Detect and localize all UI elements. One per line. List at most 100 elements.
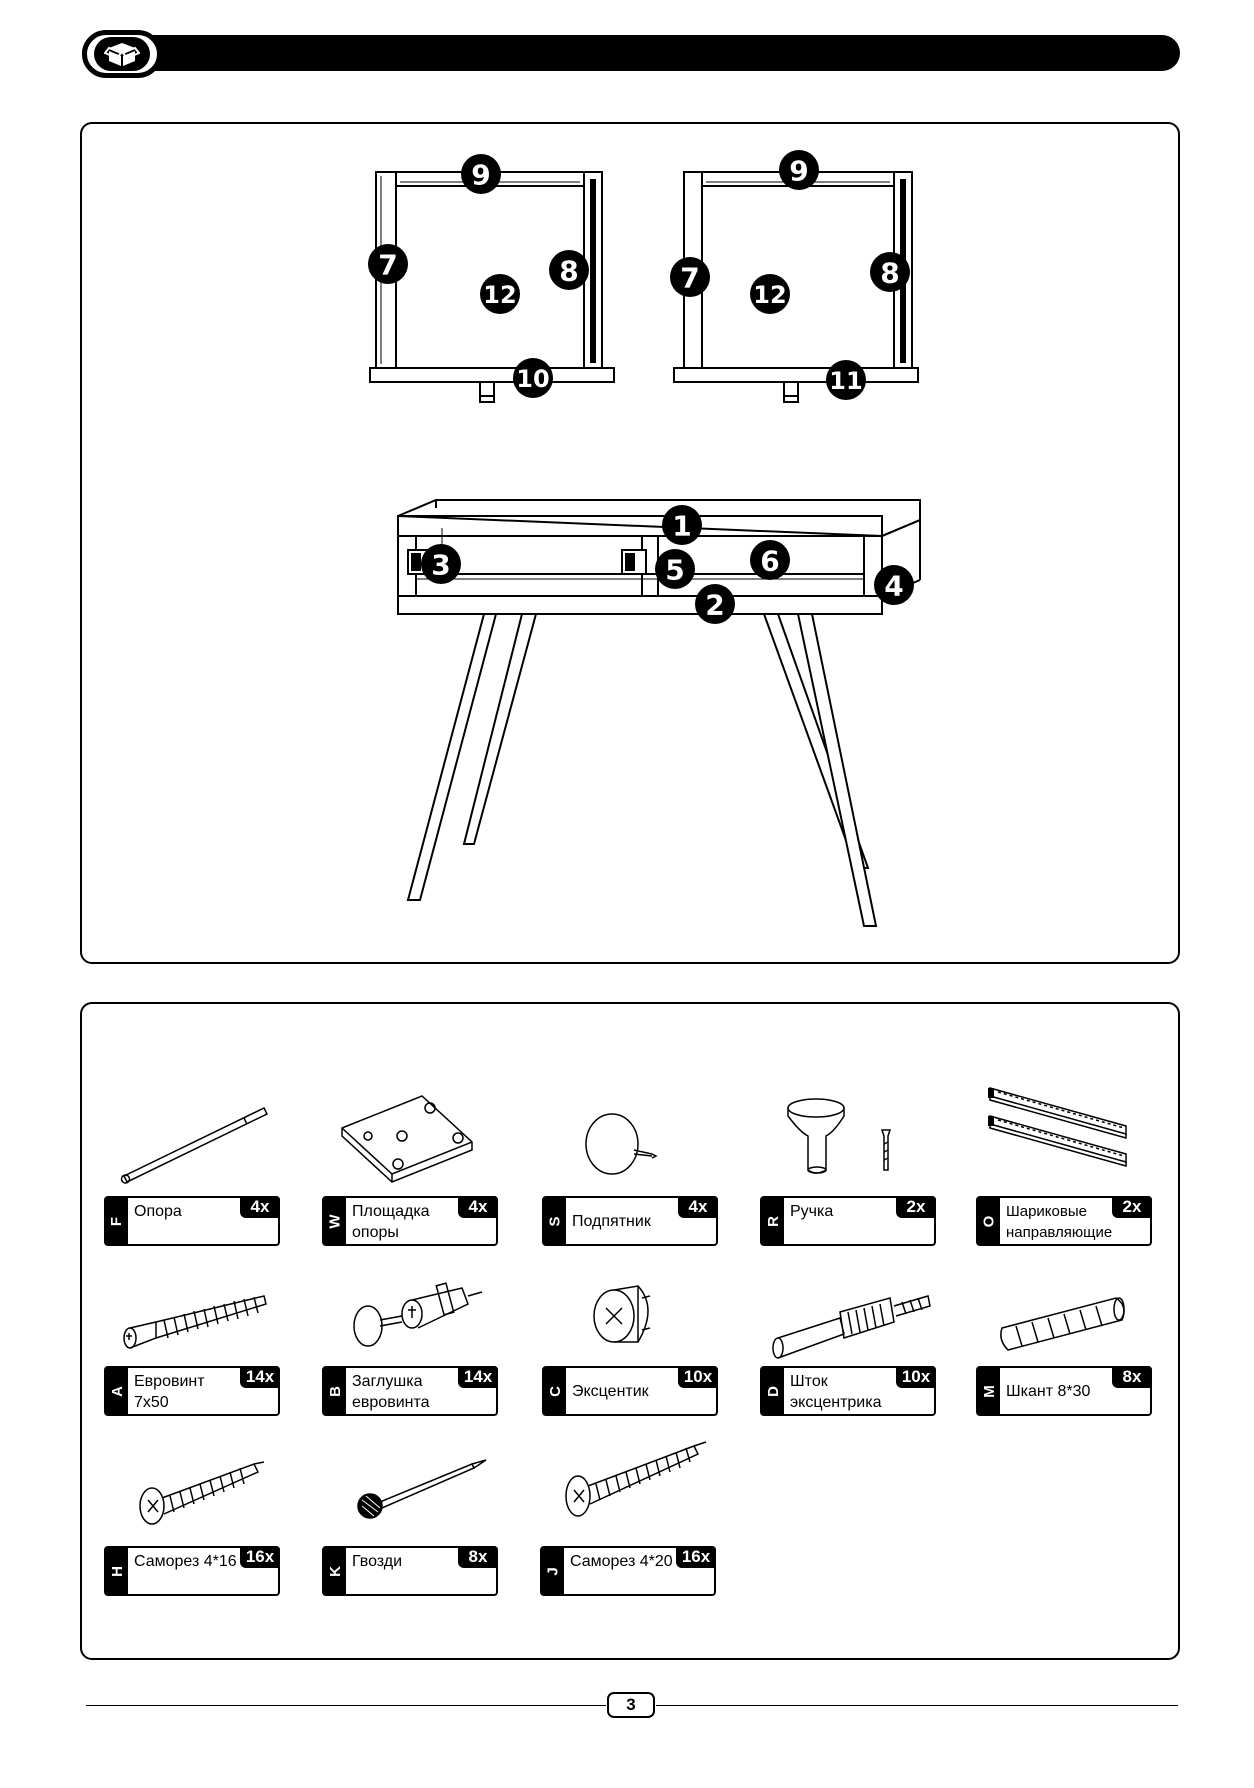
dowel-icon [1000, 1297, 1125, 1351]
part-name-h: Саморез 4*16 [134, 1553, 237, 1570]
euroscrew-icon [123, 1295, 267, 1349]
callout-frame-right-9: 9 [779, 150, 819, 190]
console-table [397, 499, 921, 927]
svg-text:8: 8 [559, 255, 578, 288]
wood-screw-icon [139, 1461, 265, 1525]
callout-frame-right-7: 7 [670, 257, 710, 297]
part-label-r: R Ручка 2x [760, 1196, 936, 1246]
footer-rule-left [86, 1705, 606, 1706]
part-label-d: D Шток эксцентрика 10x [760, 1366, 936, 1416]
part-qty-f: 4x [240, 1196, 280, 1218]
leg-icon [120, 1107, 269, 1184]
svg-text:11: 11 [829, 367, 862, 395]
part-letter-c: C [544, 1368, 566, 1414]
part-name-k: Гвозди [352, 1553, 403, 1570]
part-letter-b: B [324, 1368, 346, 1414]
part-card-a: A Евровинт 7x50 14x [104, 1248, 284, 1418]
callout-console-3: 3 [421, 544, 461, 584]
part-qty-r: 2x [896, 1196, 936, 1218]
part-card-w: W Площадка опоры 4x [322, 1078, 502, 1248]
svg-text:4: 4 [884, 570, 903, 603]
svg-text:1: 1 [672, 510, 691, 543]
part-letter-w: W [324, 1198, 346, 1244]
part-card-b: B Заглушка евровинта 14x [322, 1248, 502, 1418]
part-label-s: S Подпятник 4x [542, 1196, 718, 1246]
callout-frame-left-10: 10 [513, 358, 553, 398]
part-card-o: O Шариковые направляющие 2x [976, 1078, 1156, 1248]
svg-text:5: 5 [665, 554, 684, 587]
felt-glide-icon [585, 1113, 658, 1175]
callout-frame-left-7: 7 [368, 244, 408, 284]
part-letter-a: A [106, 1368, 128, 1414]
screw-cap-icon [353, 1282, 483, 1347]
callout-frame-left-9: 9 [461, 154, 501, 194]
part-qty-j: 16x [676, 1546, 716, 1568]
part-qty-w: 4x [458, 1196, 498, 1218]
part-card-m: M Шкант 8*30 8x [976, 1248, 1156, 1418]
part-letter-d: D [762, 1368, 784, 1414]
part-qty-b: 14x [458, 1366, 498, 1388]
part-qty-c: 10x [678, 1366, 718, 1388]
wood-screw-long-icon [565, 1441, 707, 1517]
part-qty-s: 4x [678, 1196, 718, 1218]
part-letter-j: J [542, 1548, 564, 1594]
callout-console-4: 4 [874, 565, 914, 605]
part-name-s: Подпятник [572, 1213, 651, 1230]
part-label-a: A Евровинт 7x50 14x [104, 1366, 280, 1416]
callout-console-5: 5 [655, 549, 695, 589]
part-qty-k: 8x [458, 1546, 498, 1568]
part-name-a: Евровинт 7x50 [134, 1373, 205, 1411]
package-badge [82, 30, 162, 78]
part-label-o: O Шариковые направляющие 2x [976, 1196, 1152, 1246]
part-name-j: Саморез 4*20 [570, 1553, 673, 1570]
callout-frame-left-12: 12 [480, 274, 520, 314]
callout-frame-right-12: 12 [750, 274, 790, 314]
svg-text:7: 7 [680, 262, 699, 295]
part-label-w: W Площадка опоры 4x [322, 1196, 498, 1246]
part-letter-m: M [978, 1368, 1000, 1414]
part-qty-a: 14x [240, 1366, 280, 1388]
part-card-s: S Подпятник 4x [542, 1078, 722, 1248]
part-qty-d: 10x [896, 1366, 936, 1388]
part-letter-r: R [762, 1198, 784, 1244]
svg-text:12: 12 [753, 281, 786, 309]
page-number: 3 [607, 1692, 655, 1718]
callout-console-6: 6 [750, 540, 790, 580]
part-letter-o: O [978, 1198, 1000, 1244]
knob-icon [787, 1098, 892, 1174]
svg-text:2: 2 [705, 589, 724, 622]
hardware-panel: F Опора 4x W Площадка опоры 4x [80, 1002, 1180, 1660]
callout-frame-right-8: 8 [870, 252, 910, 292]
assembly-diagram: 9 7 8 12 10 9 7 8 12 11 1 3 5 6 4 2 [368, 150, 921, 927]
left-drawer-frame [369, 171, 615, 403]
part-name-m: Шкант 8*30 [1006, 1383, 1091, 1400]
part-label-f: F Опора 4x [104, 1196, 280, 1246]
part-letter-f: F [106, 1198, 128, 1244]
nail-icon [357, 1459, 487, 1519]
part-label-b: B Заглушка евровинта 14x [322, 1366, 498, 1416]
drawer-slide-icon [988, 1087, 1127, 1167]
mounting-plate-icon [341, 1095, 473, 1183]
part-label-j: J Саморез 4*20 16x [540, 1546, 716, 1596]
part-name-b: Заглушка евровинта [352, 1373, 430, 1411]
part-label-c: C Эксцентик 10x [542, 1366, 718, 1416]
part-letter-s: S [544, 1198, 566, 1244]
part-card-d: D Шток эксцентрика 10x [760, 1248, 940, 1418]
part-name-f: Опора [134, 1203, 182, 1220]
part-name-d: Шток эксцентрика [790, 1373, 882, 1411]
part-name-w: Площадка опоры [352, 1203, 430, 1241]
open-box-icon [104, 43, 140, 66]
svg-text:9: 9 [789, 155, 808, 188]
part-letter-k: K [324, 1548, 346, 1594]
part-name-o: Шариковые направляющие [1006, 1203, 1113, 1241]
part-card-r: R Ручка 2x [760, 1078, 940, 1248]
svg-text:8: 8 [880, 257, 899, 290]
part-name-r: Ручка [790, 1203, 834, 1220]
part-qty-o: 2x [1112, 1196, 1152, 1218]
callout-console-2: 2 [695, 584, 735, 624]
part-card-h: H Саморез 4*16 16x [104, 1428, 284, 1598]
svg-text:7: 7 [378, 249, 397, 282]
svg-text:6: 6 [760, 545, 779, 578]
svg-text:12: 12 [483, 281, 516, 309]
part-qty-m: 8x [1112, 1366, 1152, 1388]
